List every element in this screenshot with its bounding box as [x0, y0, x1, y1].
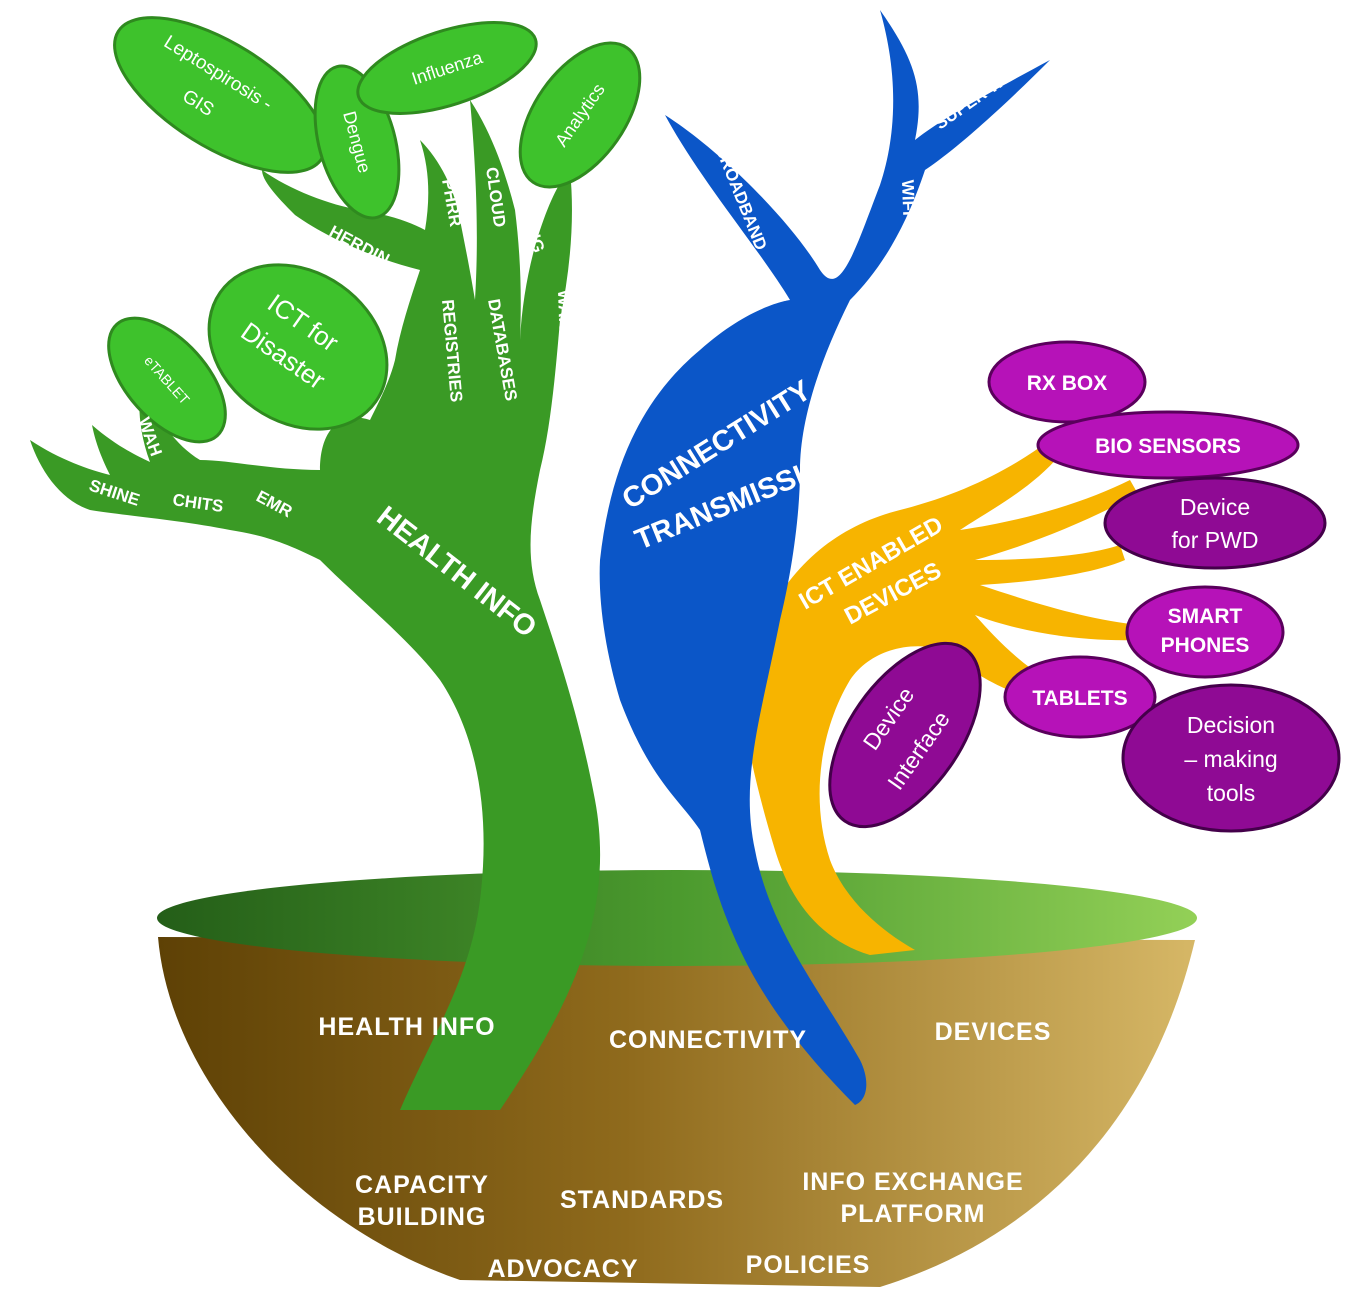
pill-device-interface: Device Interface — [828, 641, 982, 829]
pill-bio-sensors: BIO SENSORS — [1036, 410, 1300, 480]
devices-branch — [740, 440, 1140, 955]
pill-decision-tools: Decision – making tools — [1121, 683, 1341, 833]
connectivity-branch — [599, 10, 1050, 1105]
pill-rx-box-text: RX BOX — [1027, 372, 1108, 395]
health-leaves: Leptospirosis - GIS Dengue Influenza Ana… — [107, 16, 642, 444]
grass-top — [157, 870, 1197, 966]
leaf-ict-disaster: ICT for Disaster — [207, 263, 389, 431]
pill-decision-line1: Decision — [1187, 712, 1275, 738]
foundation-connectivity: CONNECTIVITY — [609, 1026, 807, 1054]
pill-decision-line2: – making — [1184, 746, 1277, 772]
connectivity-trunk — [599, 10, 1050, 1105]
devices-trunk — [740, 440, 1140, 955]
soil-bowl — [157, 870, 1197, 1287]
device-pills: RX BOX BIO SENSORS Device for PWD SMART … — [828, 340, 1341, 833]
bowl-body — [158, 937, 1195, 1287]
pill-bio-sensors-text: BIO SENSORS — [1095, 435, 1241, 458]
foundation-info-exchange-line1: INFO EXCHANGE — [802, 1168, 1023, 1196]
label-wifi: WIFI — [898, 179, 918, 216]
pill-device-pwd-line1: Device — [1180, 494, 1250, 520]
foundation-capacity-line2: BUILDING — [358, 1203, 487, 1231]
pill-smart-phones-line2: PHONES — [1161, 634, 1250, 657]
pill-decision-line3: tools — [1207, 780, 1256, 806]
leaf-influenza: Influenza — [356, 21, 538, 115]
pill-tablets-text: TABLETS — [1032, 687, 1127, 710]
foundation-standards: STANDARDS — [560, 1186, 724, 1214]
foundation-labels: HEALTH INFO CONNECTIVITY DEVICES CAPACIT… — [318, 1013, 1052, 1283]
pill-rx-box: RX BOX — [987, 340, 1147, 424]
health-branch — [30, 100, 601, 1110]
leaf-etablet: eTABLET — [107, 316, 227, 444]
pill-device-pwd: Device for PWD — [1103, 476, 1327, 570]
label-warehousing: WAREHOUSING — [554, 289, 578, 420]
health-trunk — [30, 100, 601, 1110]
foundation-advocacy: ADVOCACY — [487, 1255, 638, 1283]
foundation-info-exchange-line2: PLATFORM — [840, 1200, 985, 1228]
foundation-health-info: HEALTH INFO — [318, 1013, 495, 1041]
pill-tablets: TABLETS — [1003, 655, 1157, 739]
foundation-policies: POLICIES — [746, 1251, 871, 1279]
foundation-devices: DEVICES — [935, 1018, 1052, 1046]
pill-device-pwd-line2: for PWD — [1172, 527, 1259, 553]
pill-smart-phones: SMART PHONES — [1125, 585, 1285, 679]
foundation-capacity-line1: CAPACITY — [355, 1171, 489, 1199]
leaf-analytics: Analytics — [518, 41, 642, 189]
leaf-leptospirosis: Leptospirosis - GIS — [113, 16, 327, 174]
pill-smart-phones-line1: SMART — [1168, 605, 1243, 628]
